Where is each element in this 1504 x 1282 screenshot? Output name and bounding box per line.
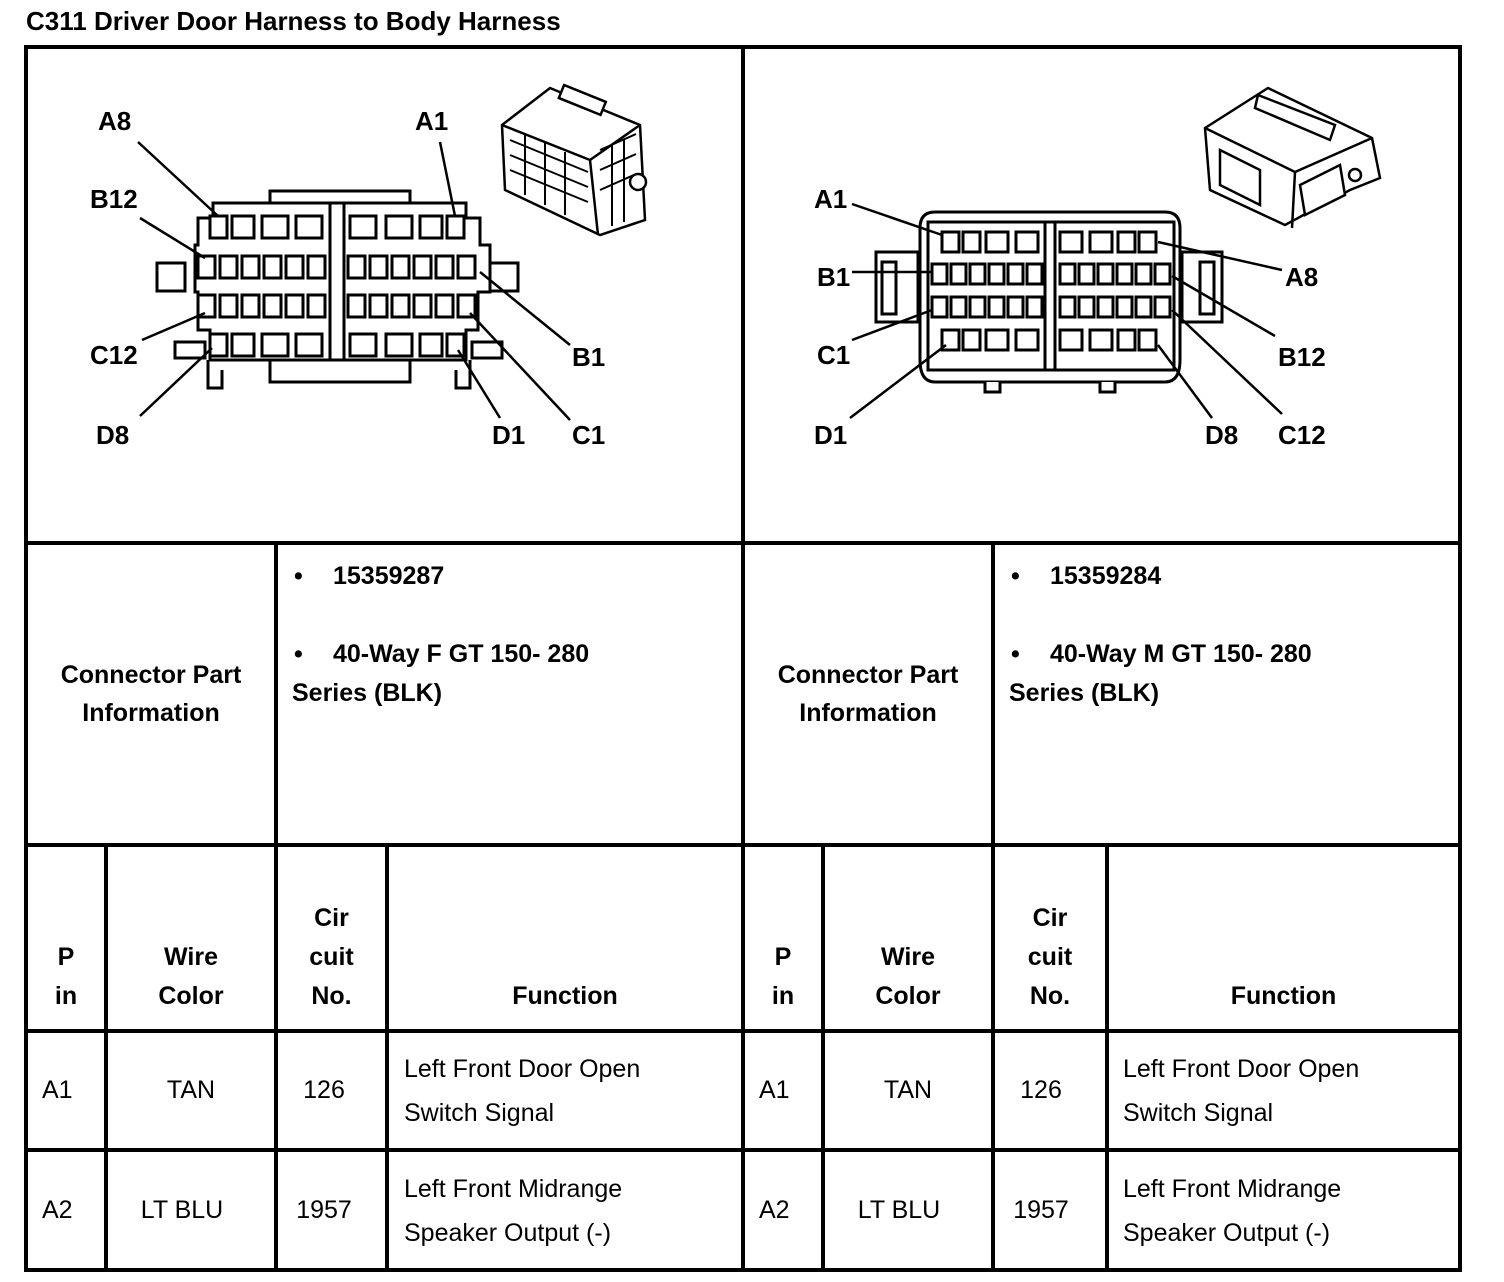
male-pin-label-c1: C1 — [817, 340, 850, 370]
row1-pin-right: A1 — [759, 1076, 790, 1104]
row1-circuit-left: 126 — [303, 1076, 345, 1104]
male-pin-label-a1: A1 — [814, 184, 847, 214]
row1-color-left: TAN — [166, 1076, 216, 1104]
connector-desc-right-1: 40-Way M GT 150- 280 — [1050, 640, 1312, 668]
header-function-right: Function — [1230, 982, 1337, 1010]
male-pin-label-d8: D8 — [1205, 420, 1238, 450]
row1-color-right: TAN — [883, 1076, 933, 1104]
pin-label-d8: D8 — [96, 420, 129, 450]
row1-pin-left: A1 — [42, 1076, 73, 1104]
male-pin-label-b12: B12 — [1278, 342, 1326, 372]
pin-label-a8: A8 — [98, 106, 131, 136]
male-pin-label-d1: D1 — [814, 420, 847, 450]
male-connector-diagram: A1 A8 B1 B12 C1 C12 D1 D8 — [814, 86, 1382, 450]
row2-circuit-left: 1957 — [296, 1196, 352, 1224]
bullet-left-1: • — [294, 562, 303, 590]
connector-desc-right-2: Series (BLK) — [1009, 679, 1160, 707]
row2-color-left: LT BLU — [140, 1196, 224, 1224]
part-number-right: 15359284 — [1050, 562, 1162, 590]
pin-label-c12: C12 — [90, 340, 138, 370]
row2-color-right: LT BLU — [857, 1196, 941, 1224]
female-connector-diagram: A8 A1 B12 B1 C12 C1 D8 D1 — [90, 83, 648, 450]
pin-label-a1: A1 — [415, 106, 448, 136]
pin-label-d1: D1 — [492, 420, 525, 450]
male-pin-label-a8: A8 — [1285, 262, 1318, 292]
pin-label-c1: C1 — [572, 420, 605, 450]
row2-pin-left: A2 — [42, 1196, 73, 1224]
bullet-right-2: • — [1011, 640, 1020, 668]
row2-pin-right: A2 — [759, 1196, 790, 1224]
bullet-right-1: • — [1011, 562, 1020, 590]
male-pin-label-c12: C12 — [1278, 420, 1326, 450]
bullet-left-2: • — [294, 640, 303, 668]
row2-circuit-right: 1957 — [1013, 1196, 1069, 1224]
connector-info-label-right: Connector Part Information — [777, 661, 959, 727]
male-pin-label-b1: B1 — [817, 262, 850, 292]
page-title: C311 Driver Door Harness to Body Harness — [26, 6, 561, 36]
connector-info-label-left: Connector Part Information — [60, 661, 242, 727]
header-function-left: Function — [512, 982, 618, 1010]
pin-label-b12: B12 — [90, 184, 138, 214]
pin-label-b1: B1 — [572, 342, 605, 372]
connector-desc-left-1: 40-Way F GT 150- 280 — [333, 640, 590, 668]
connector-desc-left-2: Series (BLK) — [292, 679, 443, 707]
part-number-left: 15359287 — [333, 562, 445, 590]
row1-circuit-right: 126 — [1020, 1076, 1062, 1104]
